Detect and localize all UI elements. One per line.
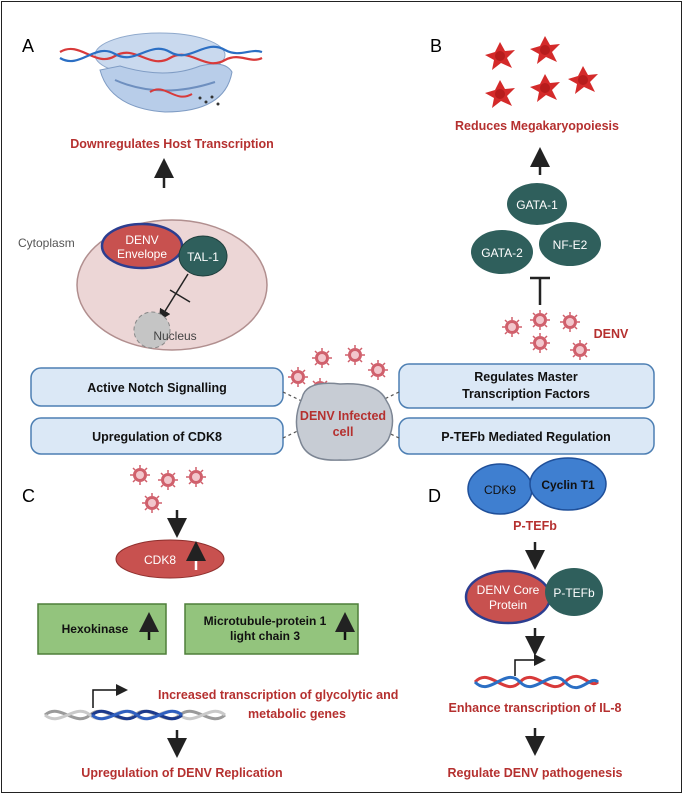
- platelets-illustration: [485, 36, 598, 108]
- panel-label-a: A: [22, 36, 34, 56]
- infected-cell-line2: cell: [333, 425, 354, 439]
- active-notch-box: [30, 367, 284, 407]
- virus-cluster-b: [501, 309, 591, 361]
- dna-strand-d: [473, 674, 600, 690]
- cdk9-label: CDK9: [484, 483, 516, 497]
- gata1-node: [507, 183, 567, 225]
- infected-cell-line1: DENV Infected: [300, 409, 386, 423]
- cytoplasm-label: Cytoplasm: [18, 236, 75, 250]
- upregulation-replication: Upregulation of DENV Replication: [81, 766, 282, 780]
- panel-label-c: C: [22, 486, 35, 506]
- denv-envelope-line1: DENV: [125, 233, 158, 247]
- gata1-label: GATA-1: [516, 198, 558, 212]
- upregulation-cdk8-label: Upregulation of CDK8: [92, 430, 222, 444]
- denv-core-line2: Protein: [489, 598, 527, 612]
- panel-label-b: B: [430, 36, 442, 56]
- blocked-arrow: [158, 273, 189, 322]
- promoter-arrow-d: [514, 654, 546, 676]
- ptefb-regulation-label: P-TEFb Mediated Regulation: [441, 430, 610, 444]
- denv-label: DENV: [594, 327, 629, 341]
- cyclin-label: Cyclin T1: [541, 478, 595, 492]
- nucleus-label: Nucleus: [153, 329, 196, 343]
- gata2-label: GATA-2: [481, 246, 523, 260]
- ptefb-regulation-box: [398, 417, 655, 455]
- microtubule-line2: light chain 3: [230, 629, 300, 643]
- dna-strand-c: [44, 709, 226, 721]
- virus-cluster-c: [129, 464, 207, 514]
- downregulates-host-transcription: Downregulates Host Transcription: [70, 137, 274, 151]
- nfe2-label: NF-E2: [553, 238, 588, 252]
- nucleus: [133, 311, 171, 349]
- active-notch-label: Active Notch Signalling: [87, 381, 227, 395]
- microtubule-line1: Microtubule-protein 1: [204, 614, 327, 628]
- enhance-il8: Enhance transcription of IL-8: [449, 701, 622, 715]
- ptefb-label: P-TEFb: [513, 519, 557, 533]
- cyclin-node: [529, 457, 607, 511]
- ptefb-small-label: P-TEFb: [553, 586, 595, 600]
- ptefb-small-node: [545, 568, 603, 616]
- denv-core-line1: DENV Core: [477, 583, 540, 597]
- regulates-master-line1: Regulates Master: [474, 370, 578, 384]
- regulate-pathogenesis: Regulate DENV pathogenesis: [447, 766, 622, 780]
- increased-transcription-line2: metabolic genes: [248, 707, 346, 721]
- regulates-master-line2: Transcription Factors: [462, 387, 590, 401]
- regulates-master-box: [398, 363, 655, 409]
- panel-label-d: D: [428, 486, 441, 506]
- increased-transcription-line1: Increased transcription of glycolytic an…: [158, 688, 398, 702]
- cdk8-label: CDK8: [144, 553, 176, 567]
- hexokinase-label: Hexokinase: [62, 622, 129, 636]
- nfe2-node: [539, 222, 601, 266]
- tal1-label: TAL-1: [187, 250, 219, 264]
- ribosome-illustration: [59, 32, 263, 113]
- denv-core-node: [464, 569, 552, 625]
- block-mark: [169, 289, 191, 303]
- reduces-megakaryopoiesis: Reduces Megakaryopoiesis: [455, 119, 619, 133]
- denv-envelope-line2: Envelope: [117, 247, 167, 261]
- infected-cell: [295, 382, 394, 461]
- gata2-node: [471, 230, 533, 274]
- microtubule-box: [184, 603, 359, 655]
- upregulation-cdk8-box: [30, 417, 284, 455]
- tal1-node: [178, 235, 228, 277]
- promoter-arrow-c: [92, 684, 128, 708]
